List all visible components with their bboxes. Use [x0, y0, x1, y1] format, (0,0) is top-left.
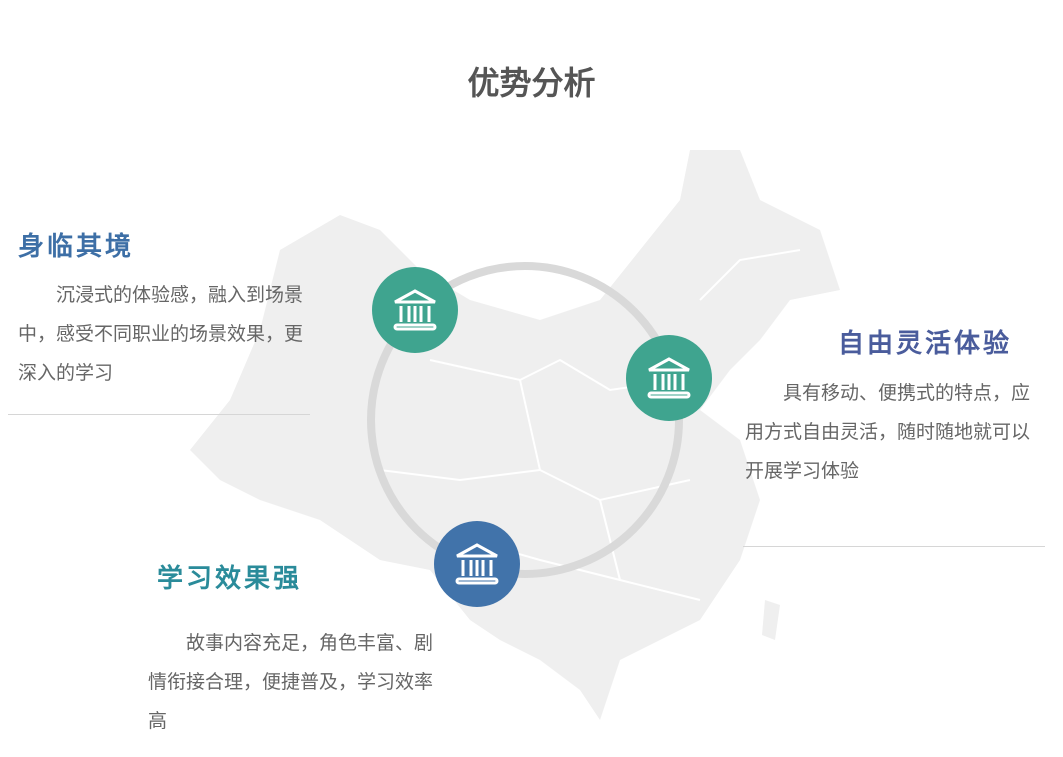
- bank-icon: [434, 521, 520, 607]
- bank-icon: [626, 335, 712, 421]
- divider: [8, 414, 310, 415]
- feature-heading-flexible: 自由灵活体验: [838, 329, 1013, 359]
- feature-text-immersive: 沉浸式的体验感，融入到场景中，感受不同职业的场景效果，更深入的学习: [18, 284, 304, 384]
- divider: [743, 546, 1045, 547]
- center-ring: [367, 262, 683, 578]
- feature-heading-immersive: 身临其境: [18, 232, 135, 262]
- bank-icon: [372, 267, 458, 353]
- feature-text-flexible: 具有移动、便携式的特点，应用方式自由灵活，随时随地就可以开展学习体验: [745, 382, 1031, 482]
- feature-heading-effective: 学习效果强: [157, 564, 303, 594]
- page-title: 优势分析: [467, 64, 596, 102]
- feature-text-effective: 故事内容充足，角色丰富、剧情衔接合理，便捷普及，学习效率高: [148, 632, 434, 732]
